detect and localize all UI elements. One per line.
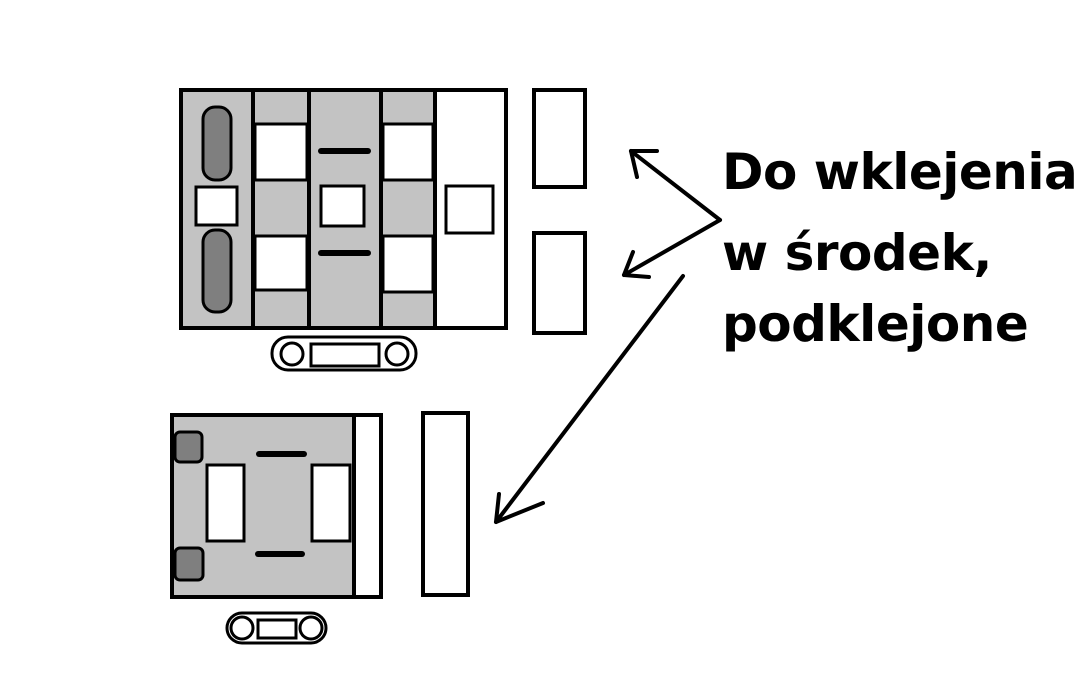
upper-loose-strip-top xyxy=(532,88,587,189)
arrow-head-lower xyxy=(494,492,545,524)
upper-left-dark-part-bottom xyxy=(201,228,233,314)
lower-strip-wheel-right xyxy=(298,615,324,641)
upper-column-4-window-top xyxy=(381,122,435,182)
lower-model-net xyxy=(170,413,383,645)
annotation-line-3: podklejone xyxy=(722,295,1029,353)
annotation-line-2: w środek, xyxy=(722,224,992,282)
lower-loose-strip xyxy=(421,411,470,597)
upper-strip-window xyxy=(309,342,381,368)
lower-strip-wheel-left xyxy=(229,615,255,641)
arrow-to-lower-strip xyxy=(494,274,685,524)
lower-dark-part-top xyxy=(173,430,204,464)
upper-left-window xyxy=(194,185,239,227)
upper-loose-strip-bottom xyxy=(532,231,587,335)
upper-center-window xyxy=(319,184,366,228)
upper-strip-wheel-right xyxy=(384,341,410,367)
upper-model-net xyxy=(179,88,508,372)
arrow-to-bottom-strip xyxy=(622,218,722,277)
lower-side-flap xyxy=(352,413,383,599)
lower-dark-part-bottom xyxy=(173,546,205,582)
upper-left-dark-part-top xyxy=(201,105,233,182)
lower-strip-window xyxy=(256,618,298,640)
upper-column-2-window-top xyxy=(253,122,309,182)
lower-window-left xyxy=(205,463,246,543)
pointer-arrows xyxy=(494,149,722,524)
lower-window-right xyxy=(310,463,352,543)
upper-column-2-window-bottom xyxy=(253,234,309,292)
arrow-head-top xyxy=(629,149,659,179)
upper-right-window xyxy=(444,184,495,235)
arrow-to-top-strip xyxy=(629,149,722,222)
upper-column-4-window-bottom xyxy=(381,234,435,294)
annotation-line-1: Do wklejenia xyxy=(722,143,1078,201)
upper-strip-wheel-left xyxy=(279,341,305,367)
arrow-head-middle xyxy=(622,250,651,279)
